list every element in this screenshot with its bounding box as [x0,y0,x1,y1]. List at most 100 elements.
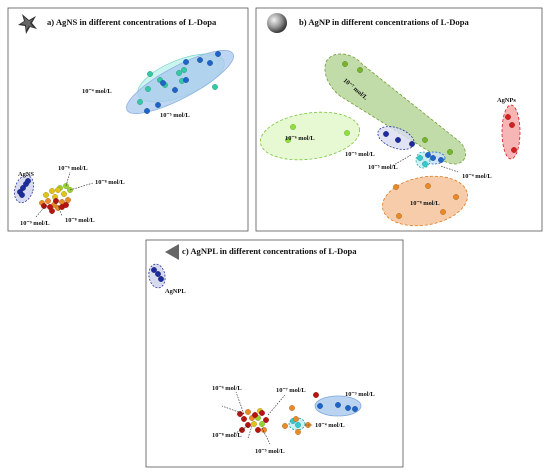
label-b-1e-5-a: 10⁻⁵ mol/L [345,151,375,158]
data-point-panel2-series6-4 [259,410,265,416]
data-point-panel0-series1-2 [160,80,166,86]
data-point-panel1-series3-2 [438,157,444,163]
panel-a-title: a) AgNS in different concentrations of L… [47,17,217,27]
data-point-panel2-series4-4 [282,423,288,429]
data-point-panel0-series0-0 [145,86,151,92]
arrow-c-1e-8b [247,425,253,439]
data-point-panel2-series4-2 [289,405,295,411]
data-point-panel2-series6-3 [252,412,258,418]
arrow-a-1e-8 [57,205,63,217]
data-point-panel0-series4-0 [43,192,49,198]
label-b-agnps: AgNPs [497,97,516,104]
data-point-panel2-series4-3 [293,416,299,422]
panel-c-frame [145,239,404,468]
arrow-c-1e-6 [235,391,245,415]
data-point-panel0-series1-5 [197,57,203,63]
data-point-panel0-series1-0 [144,108,150,114]
data-point-panel2-series6-7 [239,427,245,433]
label-c-agnpl: AgNPL [165,288,186,295]
data-point-panel2-series6-2 [245,422,251,428]
label-a-1e-8-right: 10⁻⁸ mol/L [95,179,125,186]
arrow-a-1e-6 [65,171,71,187]
label-c-1e-8: 10⁻⁸ mol/L [212,432,242,439]
data-point-panel0-series2-3 [25,178,31,184]
data-point-panel2-series6-1 [241,416,247,422]
arrow-c-1e-7 [267,394,286,416]
panel-a-points [17,51,221,214]
data-point-panel0-series1-1 [155,102,161,108]
label-c-1e-5: 10⁻⁵ mol/L [255,448,285,455]
data-point-panel0-series6-4 [63,202,69,208]
group-ellipse-b-1e-8 [382,175,468,227]
data-point-panel1-series4-1 [422,161,428,167]
label-a-1e-6: 10⁻⁶ mol/L [58,165,88,172]
group-ellipse-b-1e-7 [324,53,466,165]
label-b-1e-8: 10⁻⁸ mol/L [410,200,440,207]
data-point-panel1-series2-0 [383,131,389,137]
data-point-panel2-series3-1 [259,421,265,427]
data-point-panel2-series1-0 [317,403,323,409]
star-shape-icon [18,14,37,34]
data-point-panel2-series6-6 [255,427,261,433]
panel-c-title: c) AgNPL in different concentrations of … [182,246,357,256]
data-point-panel2-series1-3 [352,406,358,412]
arrow-c-1e-6b [221,405,245,415]
data-point-panel1-series5-1 [425,183,431,189]
data-point-panel1-series1-0 [285,137,291,143]
data-point-panel1-series6-1 [509,122,515,128]
label-a-agns: AgNS [18,171,34,178]
label-a-1e-9: 10⁻⁹ mol/L [20,220,50,227]
data-point-panel0-series4-2 [55,187,61,193]
data-point-panel2-series2-1 [295,422,301,428]
data-point-panel1-series5-4 [453,194,459,200]
group-ellipse-b-agnps [501,104,521,160]
data-point-panel0-series1-6 [207,60,213,66]
data-point-panel0-series1-3 [172,87,178,93]
data-point-panel0-series2-1 [20,185,26,191]
data-point-panel2-series5-0 [251,421,257,427]
panel-c-points [151,267,358,435]
data-point-panel2-series1-1 [335,402,341,408]
data-point-panel0-series6-5 [49,208,55,214]
data-point-panel2-series6-8 [313,392,319,398]
panel-b-title: b) AgNP in different concentrations of L… [299,17,470,27]
data-point-panel0-series0-6 [147,71,153,77]
data-point-panel0-series6-0 [41,203,47,209]
data-point-panel1-series3-0 [425,152,431,158]
label-c-1e-3: 10⁻³ mol/L [345,391,375,398]
data-point-panel1-series5-2 [396,213,402,219]
data-point-panel0-series1-8 [183,77,189,83]
label-c-1e-4: 10⁻⁴ mol/L [315,422,345,429]
data-point-panel1-series2-1 [395,137,401,143]
data-point-panel0-series2-4 [19,192,25,198]
data-point-panel0-series5-1 [45,198,51,204]
label-b-1e-6: 10⁻⁶ mol/L [285,135,315,142]
data-point-panel2-series4-5 [295,429,301,435]
data-point-panel1-series1-2 [344,130,350,136]
data-point-panel2-series0-1 [155,271,161,277]
data-point-panel1-series0-0 [342,61,348,67]
data-point-panel0-series0-3 [181,67,187,73]
data-point-panel1-series4-0 [417,155,423,161]
data-point-panel0-series0-5 [137,99,143,105]
data-point-panel1-series3-1 [430,155,436,161]
label-c-1e-6: 10⁻⁶ mol/L [212,385,242,392]
label-b-1e-5-b: 10⁻⁵ mol/L [368,164,398,171]
data-point-panel1-series1-1 [290,124,296,130]
data-point-panel2-series4-0 [245,409,251,415]
arrow-b-1e-4 [440,165,459,173]
data-point-panel1-series0-2 [422,137,428,143]
data-point-panel0-series6-2 [53,198,59,204]
data-point-panel1-series5-3 [440,209,446,215]
arrow-b-1e-5 [391,154,412,167]
data-point-panel2-series0-0 [151,267,157,273]
group-ellipse-b-1e-6 [259,111,361,161]
data-point-panel1-series6-2 [511,147,517,153]
data-point-panel0-series4-1 [49,188,55,194]
annotation-arrows [35,154,459,445]
data-point-panel1-series6-0 [505,114,511,120]
data-point-panel1-series0-1 [357,67,363,73]
data-point-panel0-series0-2 [176,70,182,76]
data-point-panel0-series4-3 [61,191,67,197]
